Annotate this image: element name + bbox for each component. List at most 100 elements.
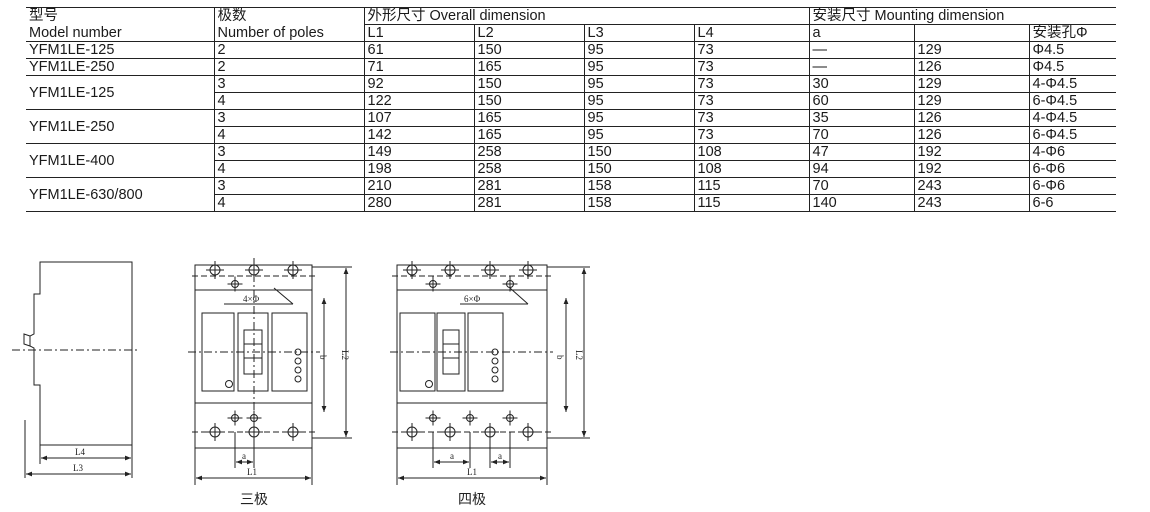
model-cell: YFM1LE-125 [26, 75, 214, 110]
four-pole-holes-label: 6×Φ [464, 294, 481, 304]
header-poles-en: Number of poles [213, 24, 364, 42]
poles-cell: 3 [213, 143, 364, 161]
three-pole-holes-label: 4×Φ [243, 294, 260, 304]
mounting-hole-symbol [502, 276, 518, 292]
value-cell: — [808, 58, 915, 76]
value-cell: 150 [583, 143, 694, 161]
four-pole-a1-label: a [450, 451, 454, 461]
value-cell: 4-Φ6 [1028, 143, 1117, 161]
value-cell: 61 [363, 41, 474, 59]
table-body: 型号 极数 外形尺寸 Overall dimension 安装尺寸 Mounti… [26, 7, 1117, 212]
three-pole-l1-label: L1 [247, 467, 257, 477]
three-pole-drawing: 4×Φ b L2 a L1 三极 [188, 258, 352, 508]
four-pole-drawing: 6×Φ b L2 a a L1 四极 [390, 261, 590, 508]
value-cell: 73 [693, 109, 810, 127]
value-cell: 6-6 [1028, 194, 1117, 212]
value-cell: 4-Φ4.5 [1028, 109, 1117, 127]
value-cell: 243 [913, 177, 1030, 195]
value-cell: 129 [913, 41, 1030, 59]
mounting-hole-symbol [462, 410, 478, 426]
col-header-b [913, 24, 1030, 42]
model-cell: YFM1LE-400 [26, 143, 214, 178]
header-model-cn: 型号 [26, 7, 214, 25]
value-cell: 165 [473, 126, 584, 144]
header-poles-cn: 极数 [213, 7, 364, 25]
value-cell: 280 [363, 194, 474, 212]
value-cell: 281 [473, 177, 584, 195]
value-cell: 122 [363, 92, 474, 110]
col-header-l4: L4 [693, 24, 810, 42]
value-cell: 6-Φ6 [1028, 177, 1117, 195]
value-cell: 150 [473, 92, 584, 110]
three-pole-a-label: a [242, 451, 246, 461]
header-row-cn: 型号 极数 外形尺寸 Overall dimension 安装尺寸 Mounti… [26, 7, 1117, 25]
value-cell: 47 [808, 143, 915, 161]
model-cell: YFM1LE-630/800 [26, 177, 214, 212]
value-cell: 6-Φ4.5 [1028, 92, 1117, 110]
value-cell: Φ4.5 [1028, 58, 1117, 76]
mounting-hole-symbol [227, 276, 243, 292]
three-pole-caption: 三极 [240, 492, 268, 508]
col-header-l2: L2 [473, 24, 584, 42]
mounting-hole-symbol [245, 261, 263, 279]
mounting-hole-symbol [206, 261, 224, 279]
mounting-hole-symbol [441, 423, 459, 441]
value-cell: 129 [913, 75, 1030, 93]
value-cell: 73 [693, 41, 810, 59]
four-pole-a2-label: a [498, 451, 502, 461]
side-view-drawing: L4 L3 [12, 261, 140, 478]
col-header-a: a [808, 24, 915, 42]
value-cell: 165 [473, 109, 584, 127]
poles-cell: 4 [213, 126, 364, 144]
value-cell: 165 [473, 58, 584, 76]
value-cell: 192 [913, 160, 1030, 178]
value-cell: 210 [363, 177, 474, 195]
three-pole-l2-label: L2 [340, 350, 350, 360]
mounting-hole-symbol [519, 423, 537, 441]
value-cell: 149 [363, 143, 474, 161]
four-pole-l2-label: L2 [574, 350, 584, 360]
mounting-hole-symbol [227, 410, 243, 426]
mounting-hole-symbol [425, 276, 441, 292]
value-cell: 73 [693, 126, 810, 144]
value-cell: 126 [913, 126, 1030, 144]
value-cell: 107 [363, 109, 474, 127]
mounting-hole-symbol [441, 261, 459, 279]
four-pole-caption: 四极 [458, 492, 486, 508]
value-cell: 6-Φ4.5 [1028, 126, 1117, 144]
value-cell: 92 [363, 75, 474, 93]
four-pole-l1-label: L1 [467, 467, 477, 477]
dimension-table: 型号 极数 外形尺寸 Overall dimension 安装尺寸 Mounti… [26, 7, 1117, 212]
side-l4-label: L4 [75, 447, 85, 457]
value-cell: 150 [583, 160, 694, 178]
model-cell: YFM1LE-125 [26, 41, 214, 59]
value-cell: 6-Φ6 [1028, 160, 1117, 178]
value-cell: 95 [583, 75, 694, 93]
value-cell: 150 [473, 75, 584, 93]
value-cell: 4-Φ4.5 [1028, 75, 1117, 93]
value-cell: 243 [913, 194, 1030, 212]
poles-cell: 4 [213, 160, 364, 178]
header-mounting-dimension: 安装尺寸 Mounting dimension [808, 7, 1117, 25]
value-cell: 94 [808, 160, 915, 178]
mounting-hole-symbol [519, 261, 537, 279]
dimension-drawings: L4 L3 4×Φ b L2 a L1 三极 [12, 258, 590, 508]
poles-cell: 4 [213, 194, 364, 212]
mounting-hole-symbol [425, 410, 441, 426]
value-cell: 73 [693, 75, 810, 93]
value-cell: 281 [473, 194, 584, 212]
poles-cell: 2 [213, 41, 364, 59]
mounting-hole-symbol [206, 423, 224, 441]
value-cell: 158 [583, 194, 694, 212]
value-cell: 258 [473, 143, 584, 161]
value-cell: 115 [693, 177, 810, 195]
value-cell: 60 [808, 92, 915, 110]
side-l3-label: L3 [73, 463, 83, 473]
